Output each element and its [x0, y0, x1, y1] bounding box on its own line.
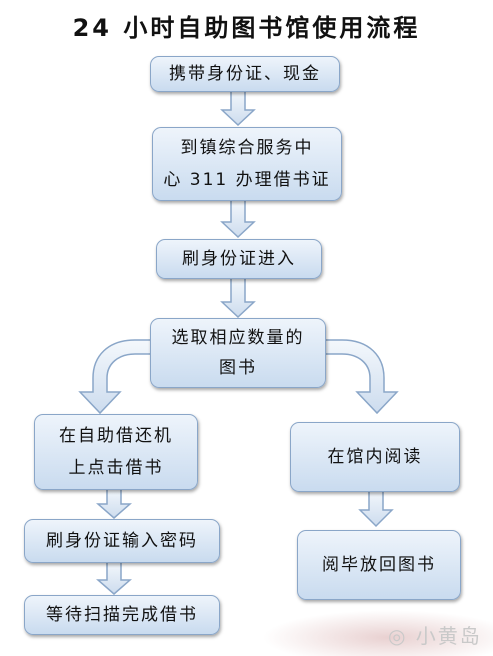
watermark: ◎ 小黄岛 — [388, 624, 482, 648]
step-text: 携带身份证、现金 — [169, 64, 321, 84]
arrow-down-3 — [220, 277, 256, 319]
arrow-curve-right — [324, 339, 399, 415]
arrow-down-6 — [358, 489, 394, 528]
step-select-books: 选取相应数量的 图书 — [150, 318, 326, 388]
step-text-line1: 选取相应数量的 — [171, 328, 305, 348]
step-bring-documents: 携带身份证、现金 — [150, 56, 340, 92]
step-text: 刷身份证输入密码 — [46, 531, 198, 551]
step-text-line2: 心 311 办理借书证 — [163, 170, 331, 190]
step-swipe-id-enter: 刷身份证进入 — [156, 239, 322, 279]
step-self-service-machine: 在自助借还机 上点击借书 — [34, 414, 198, 490]
step-text: 刷身份证进入 — [182, 249, 296, 269]
watermark-blur — [262, 610, 493, 656]
arrow-down-4 — [96, 487, 132, 519]
page-title: 24 小时自助图书馆使用流程 — [72, 14, 421, 42]
step-text: 等待扫描完成借书 — [46, 605, 198, 625]
arrow-curve-left — [78, 339, 153, 415]
arrow-down-1 — [220, 89, 256, 127]
step-text-line2: 上点击借书 — [68, 458, 164, 478]
arrow-down-2 — [220, 199, 256, 239]
step-text-line2: 图书 — [219, 358, 257, 378]
step-text-line1: 在自助借还机 — [59, 426, 173, 446]
step-text: 在馆内阅读 — [327, 447, 423, 467]
step-read-in-library: 在馆内阅读 — [290, 422, 460, 492]
step-text: 阅毕放回图书 — [322, 555, 436, 575]
step-register-card: 到镇综合服务中 心 311 办理借书证 — [152, 127, 342, 201]
step-return-books: 阅毕放回图书 — [297, 530, 461, 600]
step-wait-scan: 等待扫描完成借书 — [24, 595, 220, 635]
arrow-down-5 — [96, 561, 132, 595]
step-text-line1: 到镇综合服务中 — [180, 138, 314, 158]
step-enter-password: 刷身份证输入密码 — [24, 519, 220, 563]
